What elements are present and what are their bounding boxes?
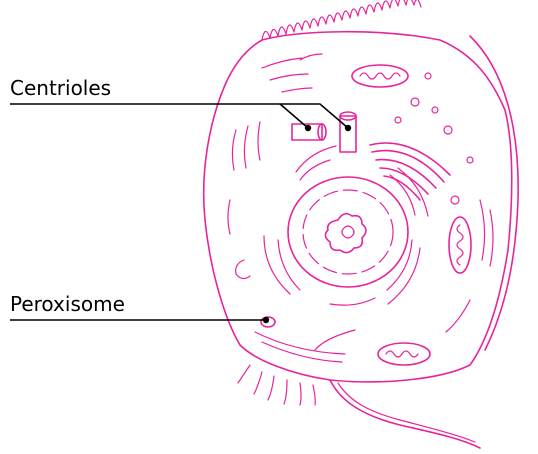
cell-illustration: [204, 0, 518, 448]
centriole-vertical: [340, 112, 356, 152]
label-centrioles: Centrioles: [10, 76, 111, 100]
rough-er-1: [278, 160, 415, 305]
cell-right-edge: [470, 36, 518, 350]
smooth-er-left: [228, 122, 260, 234]
vesicles: [395, 73, 473, 204]
nucleolus-detail: [342, 226, 354, 238]
mitochondrion-top: [352, 65, 408, 87]
cilia-bottom: [238, 365, 315, 405]
mitochondrion-bottom: [378, 343, 430, 365]
peroxisome-leader-dot: [263, 317, 269, 323]
centrioles-leader-dot-1: [305, 125, 311, 131]
label-peroxisome: Peroxisome: [10, 292, 125, 316]
centrioles-leader-dot-2: [345, 125, 351, 131]
nuclear-envelope-outer: [288, 177, 408, 287]
vacuole-left: [236, 260, 250, 279]
flagellum-inner: [338, 383, 475, 442]
flagellum: [330, 380, 480, 448]
er-strands-bottom: [255, 330, 355, 362]
mitochondrion-right: [449, 217, 471, 273]
nuclear-envelope-inner: [303, 190, 393, 274]
nucleolus: [325, 214, 366, 253]
golgi-apparatus: [370, 143, 450, 200]
er-strands-top: [262, 54, 322, 92]
cell-membrane: [204, 32, 512, 382]
